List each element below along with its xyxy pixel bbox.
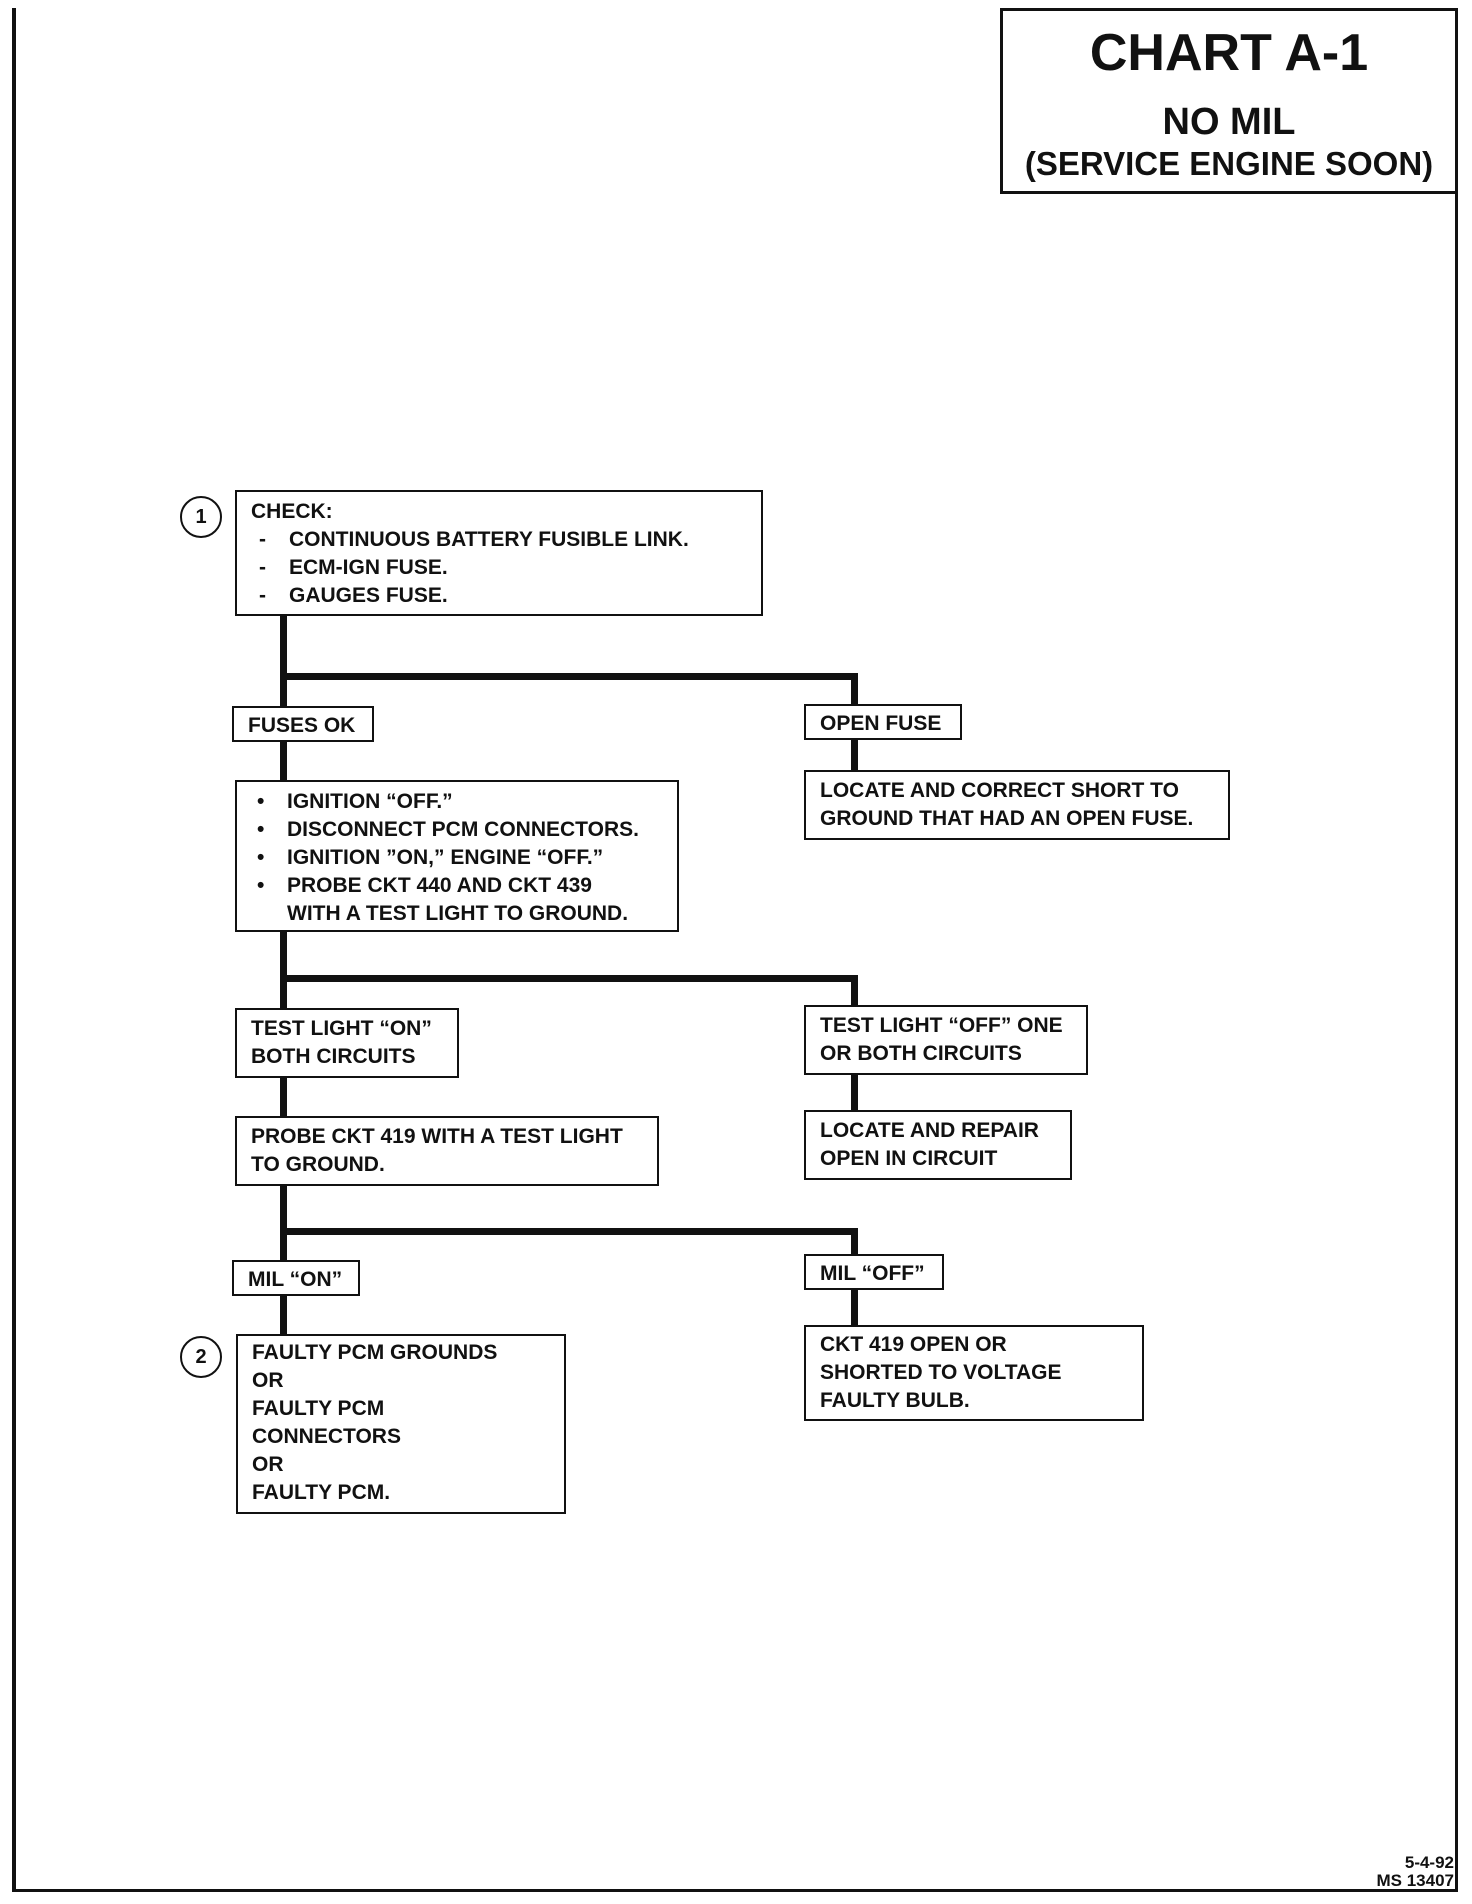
locate-open-line: OPEN IN CIRCUIT (820, 1147, 998, 1170)
mil-on-label: MIL “ON” (232, 1260, 360, 1296)
faulty-pcm-line: FAULTY PCM GROUNDS (252, 1341, 498, 1364)
open-fuse-label: OPEN FUSE (804, 704, 962, 740)
locate-open-box: LOCATE AND REPAIR OPEN IN CIRCUIT (804, 1110, 1072, 1180)
check-item: -CONTINUOUS BATTERY FUSIBLE LINK. (259, 528, 689, 551)
connector-mil-on-down (280, 1293, 287, 1336)
locate-short-line: LOCATE AND CORRECT SHORT TO (820, 779, 1179, 802)
connector-ignition-down (280, 929, 287, 1009)
ignition-steps-box: •IGNITION “OFF.” •DISCONNECT PCM CONNECT… (235, 780, 679, 932)
chart-subtitle-2: (SERVICE ENGINE SOON) (1024, 145, 1434, 182)
connector-test-off-down (851, 975, 858, 1009)
faulty-pcm-line: CONNECTORS (252, 1425, 401, 1448)
connector-open-fuse-down (851, 673, 858, 707)
ckt-419-line: FAULTY BULB. (820, 1389, 970, 1412)
connector-mil-off-down (851, 1228, 858, 1256)
connector-test-off-to-locate (851, 1072, 858, 1112)
probe-419-box: PROBE CKT 419 WITH A TEST LIGHT TO GROUN… (235, 1116, 659, 1186)
test-light-on-box: TEST LIGHT “ON” BOTH CIRCUITS (235, 1008, 459, 1078)
faulty-pcm-line: OR (252, 1369, 284, 1392)
probe-419-line: TO GROUND. (251, 1153, 385, 1176)
connector-check-down (280, 614, 287, 710)
check-item: -ECM-IGN FUSE. (259, 556, 448, 579)
test-light-on-line: BOTH CIRCUITS (251, 1045, 416, 1068)
probe-419-line: PROBE CKT 419 WITH A TEST LIGHT (251, 1125, 623, 1148)
connector-probe-branch (280, 1228, 858, 1235)
footer-date: 5-4-92 (1404, 1853, 1454, 1872)
footer-ms-number: MS 13407 (1376, 1871, 1455, 1890)
locate-open-line: LOCATE AND REPAIR (820, 1119, 1039, 1142)
mil-off-label: MIL “OFF” (804, 1254, 944, 1290)
faulty-pcm-line: FAULTY PCM (252, 1397, 385, 1420)
locate-short-line: GROUND THAT HAD AN OPEN FUSE. (820, 807, 1194, 830)
check-item: -GAUGES FUSE. (259, 584, 448, 607)
faulty-pcm-line: OR (252, 1453, 284, 1476)
test-light-off-box: TEST LIGHT “OFF” ONE OR BOTH CIRCUITS (804, 1005, 1088, 1075)
check-box: CHECK: -CONTINUOUS BATTERY FUSIBLE LINK.… (235, 490, 763, 616)
connector-test-on-down (280, 1075, 287, 1118)
faulty-pcm-line: FAULTY PCM. (252, 1481, 391, 1504)
ckt-419-line: SHORTED TO VOLTAGE (820, 1361, 1062, 1384)
footer-code: 5-4-92 MS 13407 (1377, 1854, 1455, 1890)
locate-short-box: LOCATE AND CORRECT SHORT TO GROUND THAT … (804, 770, 1230, 840)
page-frame (12, 8, 1458, 1892)
connector-open-fuse-to-locate (851, 738, 858, 772)
step-marker-1: 1 (180, 496, 222, 538)
connector-check-branch (280, 673, 858, 680)
connector-mil-off-to-ckt (851, 1289, 858, 1327)
ignition-step: •PROBE CKT 440 AND CKT 439 (257, 874, 592, 897)
fuses-ok-label: FUSES OK (232, 706, 374, 742)
ignition-step: •IGNITION ”ON,” ENGINE “OFF.” (257, 846, 604, 869)
faulty-pcm-box: FAULTY PCM GROUNDS OR FAULTY PCM CONNECT… (236, 1334, 566, 1514)
connector-ignition-branch (280, 975, 858, 982)
ckt-419-box: CKT 419 OPEN OR SHORTED TO VOLTAGE FAULT… (804, 1325, 1144, 1421)
chart-title: CHART A-1 (1089, 24, 1369, 82)
connector-fuses-ok-down (280, 740, 287, 782)
chart-subtitle: NO MIL (1162, 101, 1296, 143)
test-light-off-line: TEST LIGHT “OFF” ONE (820, 1014, 1063, 1037)
connector-probe-down (280, 1184, 287, 1263)
ignition-step-continuation: WITH A TEST LIGHT TO GROUND. (287, 902, 629, 925)
ckt-419-line: CKT 419 OPEN OR (820, 1333, 1007, 1356)
test-light-off-line: OR BOTH CIRCUITS (820, 1042, 1022, 1065)
check-heading: CHECK: (251, 500, 333, 523)
chart-title-box: CHART A-1 NO MIL (SERVICE ENGINE SOON) (1000, 8, 1458, 194)
test-light-on-line: TEST LIGHT “ON” (251, 1017, 432, 1040)
step-marker-2: 2 (180, 1336, 222, 1378)
ignition-step: •IGNITION “OFF.” (257, 790, 453, 813)
ignition-step: •DISCONNECT PCM CONNECTORS. (257, 818, 639, 841)
